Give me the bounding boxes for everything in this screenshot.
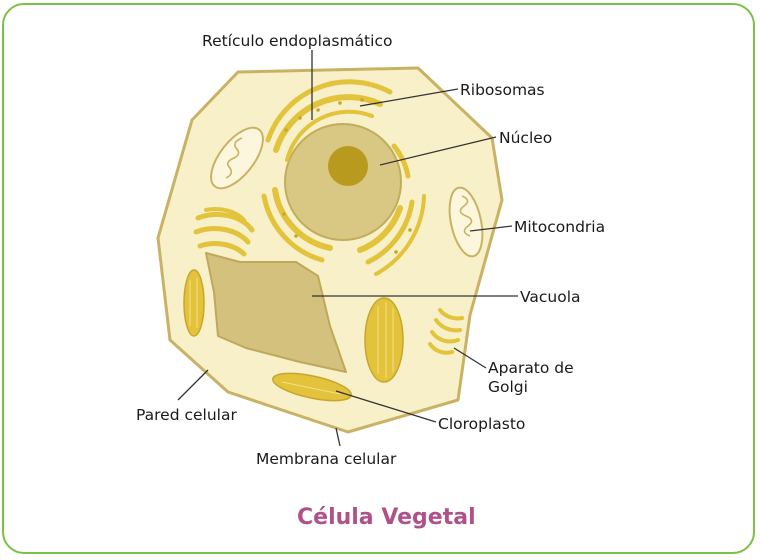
label-reticulo: Retículo endoplasmático — [202, 32, 392, 50]
label-pared: Pared celular — [136, 406, 237, 424]
label-membrana: Membrana celular — [256, 450, 397, 468]
label-cloroplasto: Cloroplasto — [438, 415, 525, 433]
nucleolus — [328, 146, 368, 186]
label-ribosomas: Ribosomas — [460, 81, 545, 99]
label-golgi-line1: Aparato de — [488, 359, 574, 377]
label-golgi-line2: Golgi — [488, 378, 528, 396]
label-vacuola: Vacuola — [520, 288, 581, 306]
chloroplast-left — [184, 270, 204, 336]
label-nucleo: Núcleo — [499, 129, 552, 147]
diagram-title: Célula Vegetal — [297, 505, 476, 530]
chloroplast-center — [365, 298, 403, 382]
label-mitocondria: Mitocondria — [514, 218, 605, 236]
